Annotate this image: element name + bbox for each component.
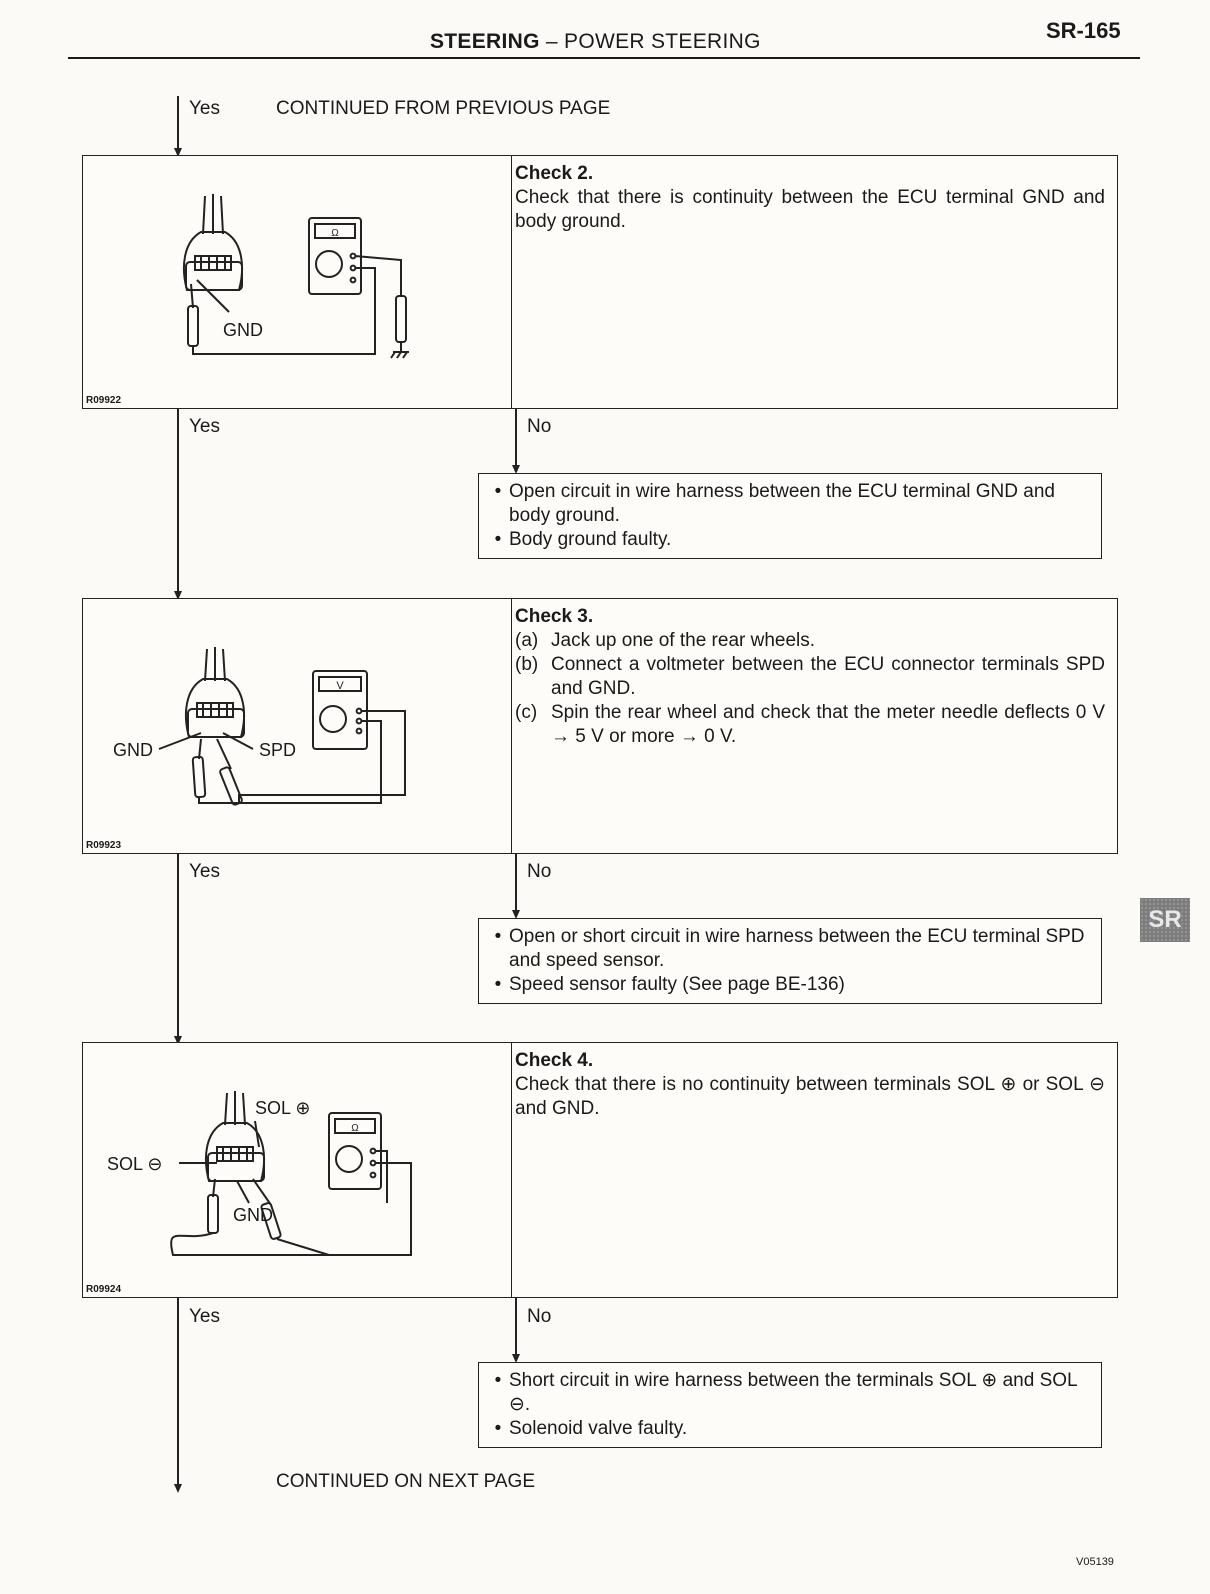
page-number: SR-165 [1046,18,1121,43]
check-sub-item: (a)Jack up one of the rear wheels. [515,630,816,651]
flow-arrow [174,148,182,157]
no-label: No [527,416,552,437]
check-4-fault-box: •Short circuit in wire harness between t… [478,1362,1102,1448]
flow-line [177,409,179,595]
figure-label-sol-minus: SOL ⊖ [107,1154,163,1174]
flow-line [177,854,179,1040]
continued-next-label: CONTINUED ON NEXT PAGE [276,1471,535,1492]
flow-line [177,96,179,152]
check-3-text: Check 3. (a)Jack up one of the rear whee… [515,605,1105,749]
check-2-figure: Ω GND R09922 [83,156,512,408]
check-2-fault-box: •Open circuit in wire harness between th… [478,473,1102,559]
check-3-fault-box: •Open or short circuit in wire harness b… [478,918,1102,1004]
page-title: STEERING – POWER STEERING [430,30,761,53]
check-2-text: Check 2. Check that there is continuity … [515,162,1105,234]
fault-item: •Short circuit in wire harness between t… [494,1370,1077,1415]
flow-yes-label: Yes [189,98,220,119]
flow-arrow [512,465,520,474]
ohmmeter-sol-diagram: Ω [170,1091,412,1256]
header-rule [68,57,1140,59]
check-title: Check 2. [515,163,594,184]
figure-code: R09923 [86,840,122,851]
flow-line-no [515,1298,517,1360]
figure-label-sol-plus: SOL ⊕ [255,1098,311,1118]
fault-item: •Open circuit in wire harness between th… [494,481,1055,526]
yes-label: Yes [189,1306,220,1327]
fault-item: •Speed sensor faulty (See page BE-136) [494,974,845,995]
figure-label-spd: SPD [259,740,297,760]
flow-arrow [512,910,520,919]
check-4-box: Ω SOL ⊕ SOL ⊖ GND R09924 Check 4. Check … [82,1042,1118,1298]
flow-arrow [174,1484,182,1493]
meter-scale-label: Ω [331,228,339,239]
check-4-text: Check 4. Check that there is no continui… [515,1049,1105,1121]
check-title: Check 4. [515,1050,594,1071]
flow-line-no [515,409,517,471]
yes-label: Yes [189,861,220,882]
yes-label: Yes [189,416,220,437]
fault-item: •Body ground faulty. [494,529,672,550]
flow-arrow [174,1036,182,1045]
check-instruction: Check that there is continuity between t… [515,187,1105,232]
check-sub-item: (c)Spin the rear wheel and check that th… [515,702,1105,747]
figure-label-gnd: GND [113,740,153,760]
flow-arrow [512,1354,520,1363]
check-instruction: Check that there is no continuity betwee… [515,1074,1105,1119]
check-3-box: V GND SPD R09923 Check 3. (a)Jack up one… [82,598,1118,854]
flow-line-no [515,854,517,916]
figure-label-gnd: GND [233,1205,273,1225]
figure-code: R09924 [86,1284,122,1295]
check-3-figure: V GND SPD R09923 [83,599,512,853]
footer-code: V05139 [1076,1556,1114,1568]
fault-item: •Solenoid valve faulty. [494,1418,688,1439]
no-label: No [527,861,552,882]
figure-label-gnd: GND [223,320,263,340]
no-label: No [527,1306,552,1327]
flow-line [177,1298,179,1488]
fault-item: •Open or short circuit in wire harness b… [494,926,1085,971]
section-tab-sr: SR [1140,898,1190,942]
meter-scale-label: V [336,680,344,692]
check-4-figure: Ω SOL ⊕ SOL ⊖ GND R09924 [83,1043,512,1297]
continued-from-label: CONTINUED FROM PREVIOUS PAGE [276,98,611,119]
figure-code: R09922 [86,395,122,406]
check-title: Check 3. [515,606,594,627]
meter-scale-label: Ω [351,1123,359,1134]
flow-arrow [174,591,182,600]
check-2-box: Ω GND R09922 Check 2. Check that there i… [82,155,1118,409]
voltmeter-spd-diagram: V [158,647,406,806]
check-sub-item: (b)Connect a voltmeter between the ECU c… [515,654,1105,699]
ohmmeter-gnd-diagram: Ω [182,194,409,359]
